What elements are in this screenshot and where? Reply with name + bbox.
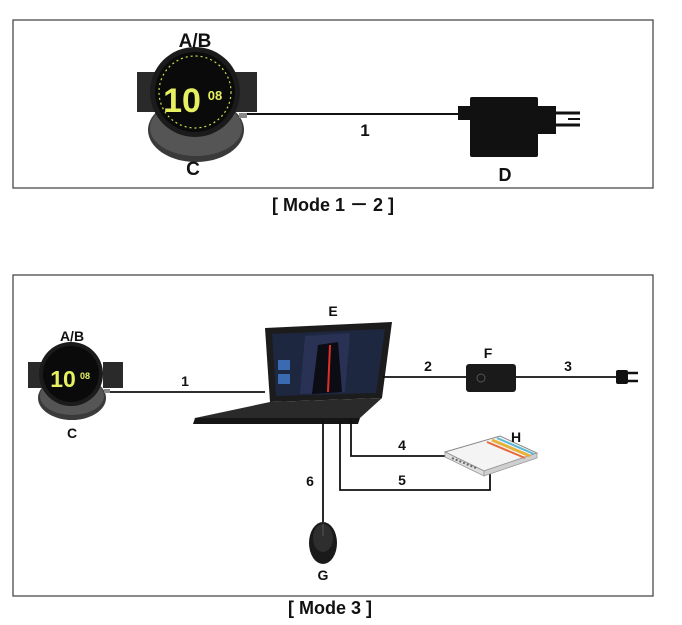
wall-plug-icon <box>616 370 638 384</box>
laptop-label: E <box>328 303 337 319</box>
mouse <box>309 522 337 564</box>
usb-hub <box>443 435 539 477</box>
mode3-cable-3-label: 3 <box>564 358 572 374</box>
watch-on-charger-small: 10 08 <box>28 342 123 420</box>
power-brick <box>466 364 516 392</box>
watch-label: A/B <box>179 31 212 52</box>
mode-1-2-caption: [ Mode 1 － 2 ] <box>272 195 394 215</box>
mode-3-frame <box>12 274 654 597</box>
power-adapter <box>458 97 580 157</box>
small-watch-label: A/B <box>60 328 84 344</box>
small-charger-label: C <box>67 425 77 441</box>
power-brick-label: F <box>484 345 493 361</box>
small-watch-minute: 08 <box>80 371 90 381</box>
mode3-cable-5-label: 5 <box>398 472 406 488</box>
mode-1-2-frame <box>12 19 654 189</box>
mode3-cable-1-label: 1 <box>181 373 189 389</box>
hub-label: H <box>511 429 521 445</box>
mode-3-caption: [ Mode 3 ] <box>288 598 372 618</box>
watch-face-minute: 08 <box>208 88 222 103</box>
mode3-cable-6-label: 6 <box>306 473 314 489</box>
mode3-cable-4-label: 4 <box>398 437 406 453</box>
adapter-label: D <box>499 165 512 185</box>
watch-face-hour: 10 <box>163 82 201 120</box>
small-watch-hour: 10 <box>50 366 76 392</box>
mode3-cable-2-label: 2 <box>424 358 432 374</box>
mouse-label: G <box>318 567 329 583</box>
mode3-cable-5 <box>339 420 491 491</box>
cable-1-label: 1 <box>360 121 369 140</box>
mode3-cable-4 <box>350 418 446 457</box>
watch-on-charger: 10 08 <box>137 47 257 162</box>
laptop <box>193 322 392 424</box>
charger-label: C <box>186 159 200 180</box>
